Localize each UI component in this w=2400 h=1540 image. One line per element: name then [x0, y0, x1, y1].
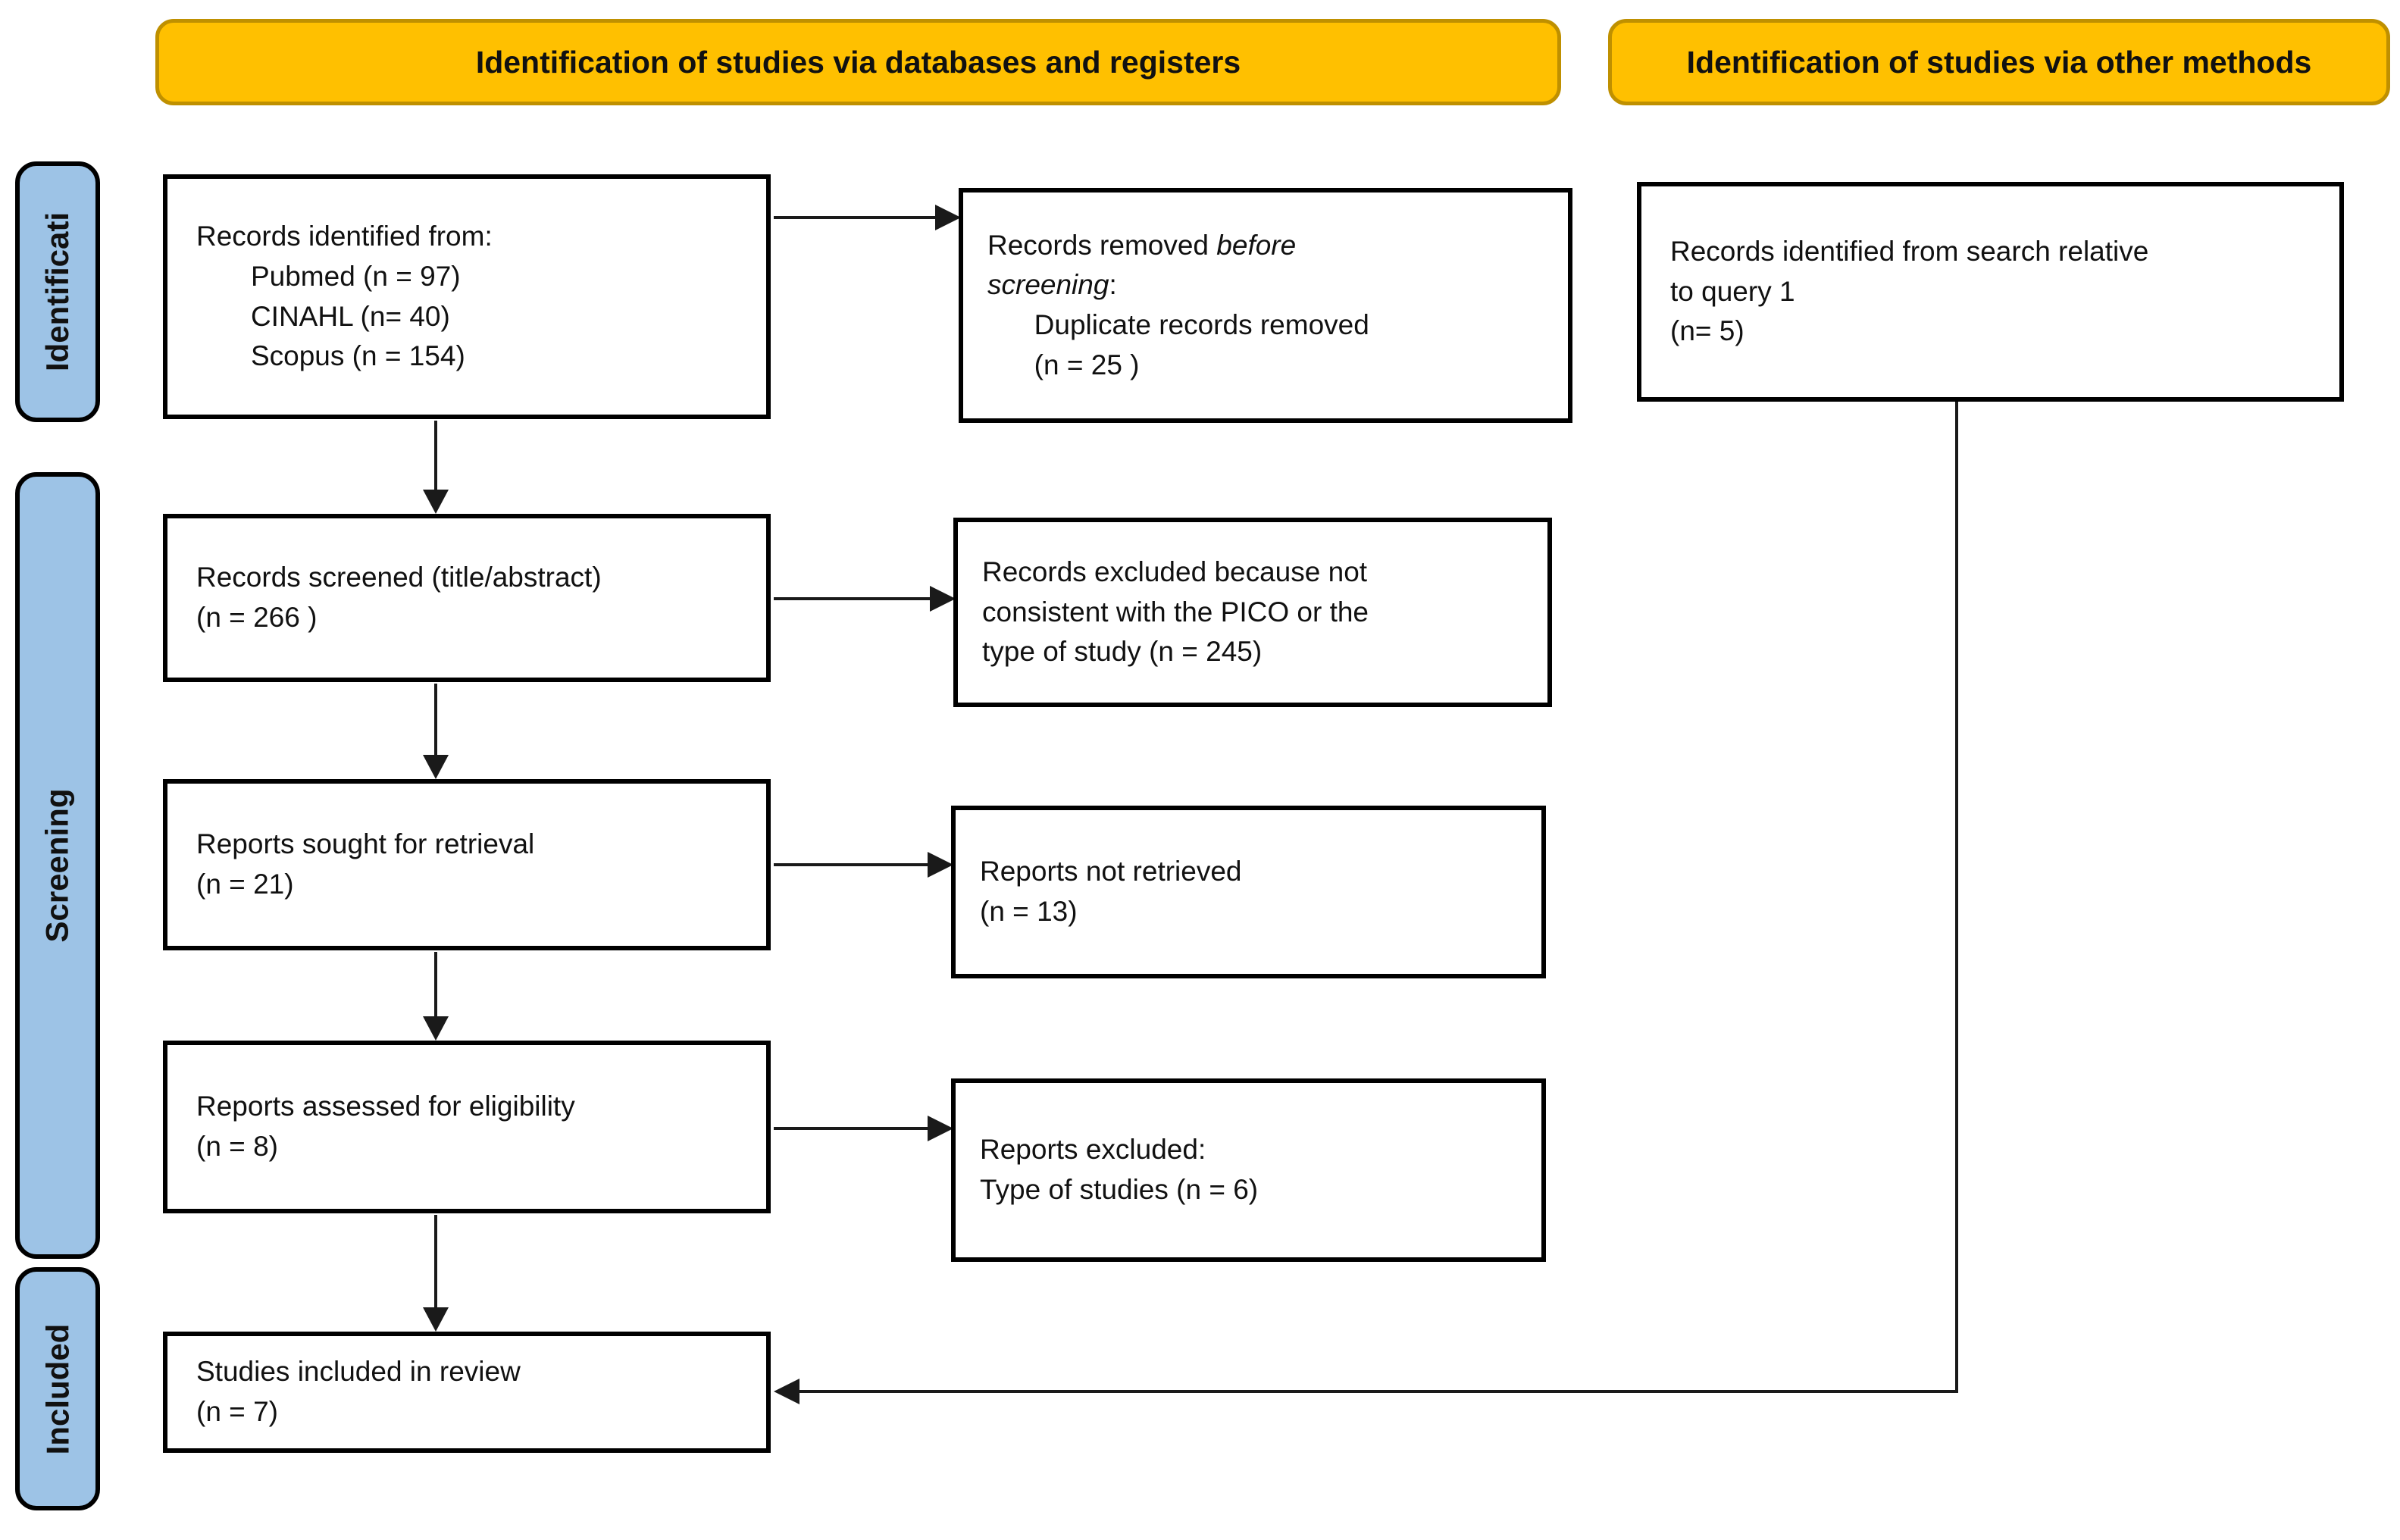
arrow-identified-to-screened [423, 421, 449, 514]
records-removed-line2-normal: : [1109, 269, 1117, 301]
box-reports-sought: Reports sought for retrieval (n = 21) [163, 779, 771, 950]
box-other-methods-identified: Records identified from search relative … [1637, 182, 2344, 402]
arrow-sought-to-not-retrieved [774, 852, 953, 878]
box-other-methods-identified-text: Records identified from search relative … [1670, 236, 2149, 347]
arrow-identified-to-removed [774, 205, 961, 230]
records-removed-line2-italic: screening [987, 269, 1109, 301]
phase-label-identification: Identificati [15, 161, 100, 422]
box-records-removed: Records removed before screening: Duplica… [959, 188, 1572, 423]
box-reports-assessed-text: Reports assessed for eligibility (n = 8) [196, 1091, 575, 1162]
box-reports-excluded: Reports excluded: Type of studies (n = 6… [951, 1078, 1546, 1262]
box-records-excluded: Records excluded because not consistent … [953, 518, 1552, 707]
box-records-identified: Records identified from: Pubmed (n = 97)… [163, 174, 771, 419]
box-reports-sought-text: Reports sought for retrieval (n = 21) [196, 828, 535, 900]
box-records-excluded-text: Records excluded because not consistent … [982, 556, 1369, 668]
box-reports-excluded-text: Reports excluded: Type of studies (n = 6… [980, 1134, 1259, 1205]
box-records-removed-text: Records removed before screening: Duplica… [963, 226, 1377, 385]
arrow-screened-to-excluded [774, 586, 956, 612]
records-removed-line1-normal: Records removed [987, 229, 1217, 261]
box-records-screened-text: Records screened (title/abstract) (n = 2… [196, 562, 602, 633]
header-databases-registers-label: Identification of studies via databases … [475, 44, 1241, 80]
arrow-screened-to-sought [423, 684, 449, 779]
header-databases-registers: Identification of studies via databases … [155, 19, 1561, 105]
phase-label-included-text: Included [39, 1323, 75, 1454]
phase-label-included: Included [15, 1267, 100, 1510]
arrow-assessed-to-included [423, 1215, 449, 1332]
arrow-sought-to-assessed [423, 952, 449, 1041]
phase-label-screening: Screening [15, 472, 100, 1259]
records-removed-line1-italic: before [1216, 229, 1297, 261]
phase-label-screening-text: Screening [39, 788, 76, 943]
header-other-methods: Identification of studies via other meth… [1608, 19, 2390, 105]
arrow-assessed-to-excluded [774, 1116, 953, 1141]
box-records-screened: Records screened (title/abstract) (n = 2… [163, 514, 771, 682]
box-records-identified-text: Records identified from: Pubmed (n = 97)… [196, 221, 493, 372]
box-reports-not-retrieved: Reports not retrieved (n = 13) [951, 806, 1546, 978]
records-removed-detail: Duplicate records removed (n = 25 ) [1034, 309, 1369, 380]
phase-label-identification-text: Identificati [39, 211, 75, 372]
box-reports-not-retrieved-text: Reports not retrieved (n = 13) [980, 856, 1242, 927]
box-studies-included-text: Studies included in review (n = 7) [196, 1356, 521, 1427]
box-reports-assessed: Reports assessed for eligibility (n = 8) [163, 1041, 771, 1213]
header-other-methods-label: Identification of studies via other meth… [1686, 44, 2312, 80]
box-studies-included: Studies included in review (n = 7) [163, 1332, 771, 1453]
